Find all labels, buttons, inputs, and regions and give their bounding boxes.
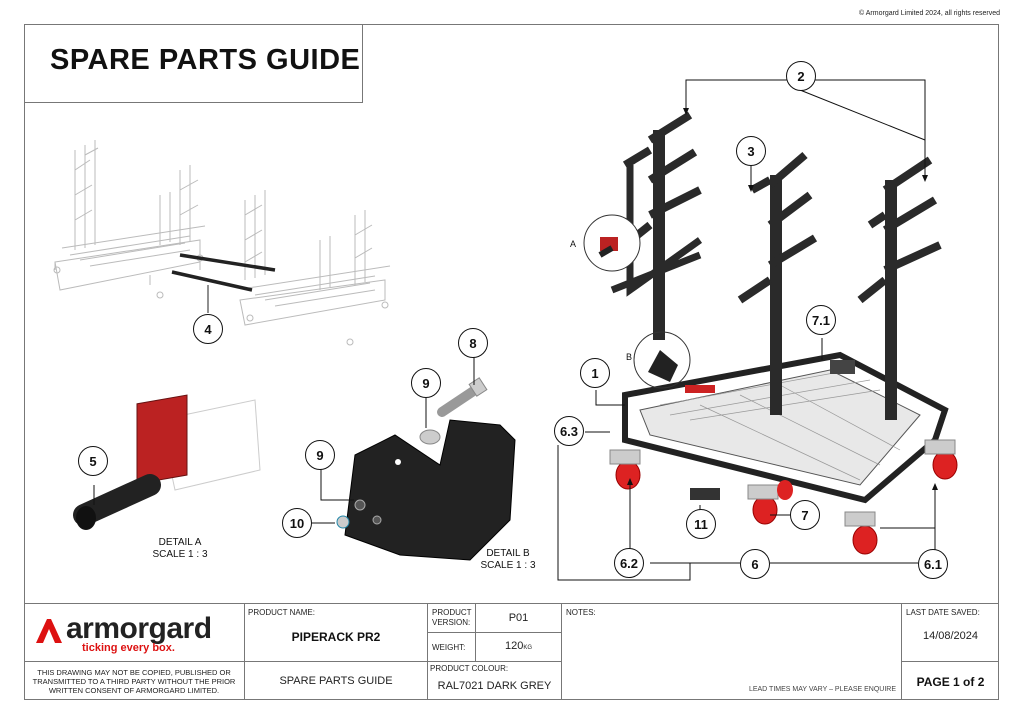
product-colour-value: RAL7021 DARK GREY	[437, 680, 552, 692]
weight-value: 120KG	[476, 640, 561, 652]
detail-a-scale: SCALE 1 : 3	[152, 549, 208, 560]
callout-6-1: 6.1	[918, 549, 948, 579]
title-block-divider	[244, 603, 245, 700]
connecting-bars	[171, 253, 276, 292]
weight-label: WEIGHT:	[432, 643, 466, 652]
notes-label: NOTES:	[566, 608, 596, 617]
title-box	[24, 24, 363, 103]
armorgard-logo-icon	[36, 619, 62, 643]
copy-disclaimer: THIS DRAWING MAY NOT BE COPIED, PUBLISHE…	[32, 668, 236, 695]
last-saved-value: 14/08/2024	[922, 630, 979, 642]
brand-name: armorgard	[66, 612, 212, 645]
title-block-divider	[427, 632, 561, 633]
product-version-label: PRODUCT VERSION:	[432, 608, 472, 627]
callout-8: 8	[458, 328, 488, 358]
callout-3: 3	[736, 136, 766, 166]
detail-b-caption: DETAIL B SCALE 1 : 3	[468, 548, 548, 572]
weight-unit: KG	[523, 645, 533, 651]
product-colour-label: PRODUCT COLOUR:	[430, 664, 509, 673]
detail-a-caption: DETAIL A SCALE 1 : 3	[140, 537, 220, 561]
callout-2: 2	[786, 61, 816, 91]
product-version-value: P01	[508, 612, 529, 624]
callout-5: 5	[78, 446, 108, 476]
callout-11: 11	[686, 509, 716, 539]
weight-number: 120	[504, 640, 524, 652]
brand-tagline: ticking every box.	[82, 642, 175, 654]
detail-b-marker: B	[626, 352, 633, 362]
title-block-divider	[24, 661, 561, 662]
callout-9-bottom: 9	[305, 440, 335, 470]
last-saved-label: LAST DATE SAVED:	[906, 608, 980, 617]
detail-a-label: DETAIL A	[158, 537, 202, 548]
detail-b-illustration	[336, 377, 516, 561]
product-name-label: PRODUCT NAME:	[248, 608, 315, 617]
title-block-divider	[901, 661, 999, 662]
callout-6-3: 6.3	[554, 416, 584, 446]
title-block-divider	[427, 603, 428, 700]
callout-6-2: 6.2	[614, 548, 644, 578]
title-block-top-border	[24, 603, 999, 604]
callout-7: 7	[790, 500, 820, 530]
detail-a-illustration	[73, 394, 261, 530]
arrow-heads	[627, 108, 938, 490]
document-type: SPARE PARTS GUIDE	[279, 675, 393, 687]
title-block-divider	[901, 603, 902, 700]
product-name-value: PIPERACK PR2	[291, 630, 381, 644]
drawing-sheet-border	[24, 24, 999, 700]
callout-6: 6	[740, 549, 770, 579]
callout-7-1: 7.1	[806, 305, 836, 335]
callout-9-top: 9	[411, 368, 441, 398]
detail-a-marker: A	[570, 239, 577, 249]
linked-racks-illustration	[53, 140, 391, 346]
copyright-notice: © Armorgard Limited 2024, all rights res…	[859, 10, 1000, 17]
page-title: SPARE PARTS GUIDE	[50, 44, 361, 76]
page-number: PAGE 1 of 2	[916, 675, 985, 689]
callout-4: 4	[193, 314, 223, 344]
lead-times-note: LEAD TIMES MAY VARY – PLEASE ENQUIRE	[748, 686, 896, 693]
main-rack-illustration	[610, 111, 949, 504]
title-block-divider	[561, 603, 562, 700]
castor-wheels	[609, 439, 958, 555]
detail-b-scale: SCALE 1 : 3	[480, 560, 536, 571]
detail-b-label: DETAIL B	[486, 548, 530, 559]
callout-10: 10	[282, 508, 312, 538]
callout-1: 1	[580, 358, 610, 388]
